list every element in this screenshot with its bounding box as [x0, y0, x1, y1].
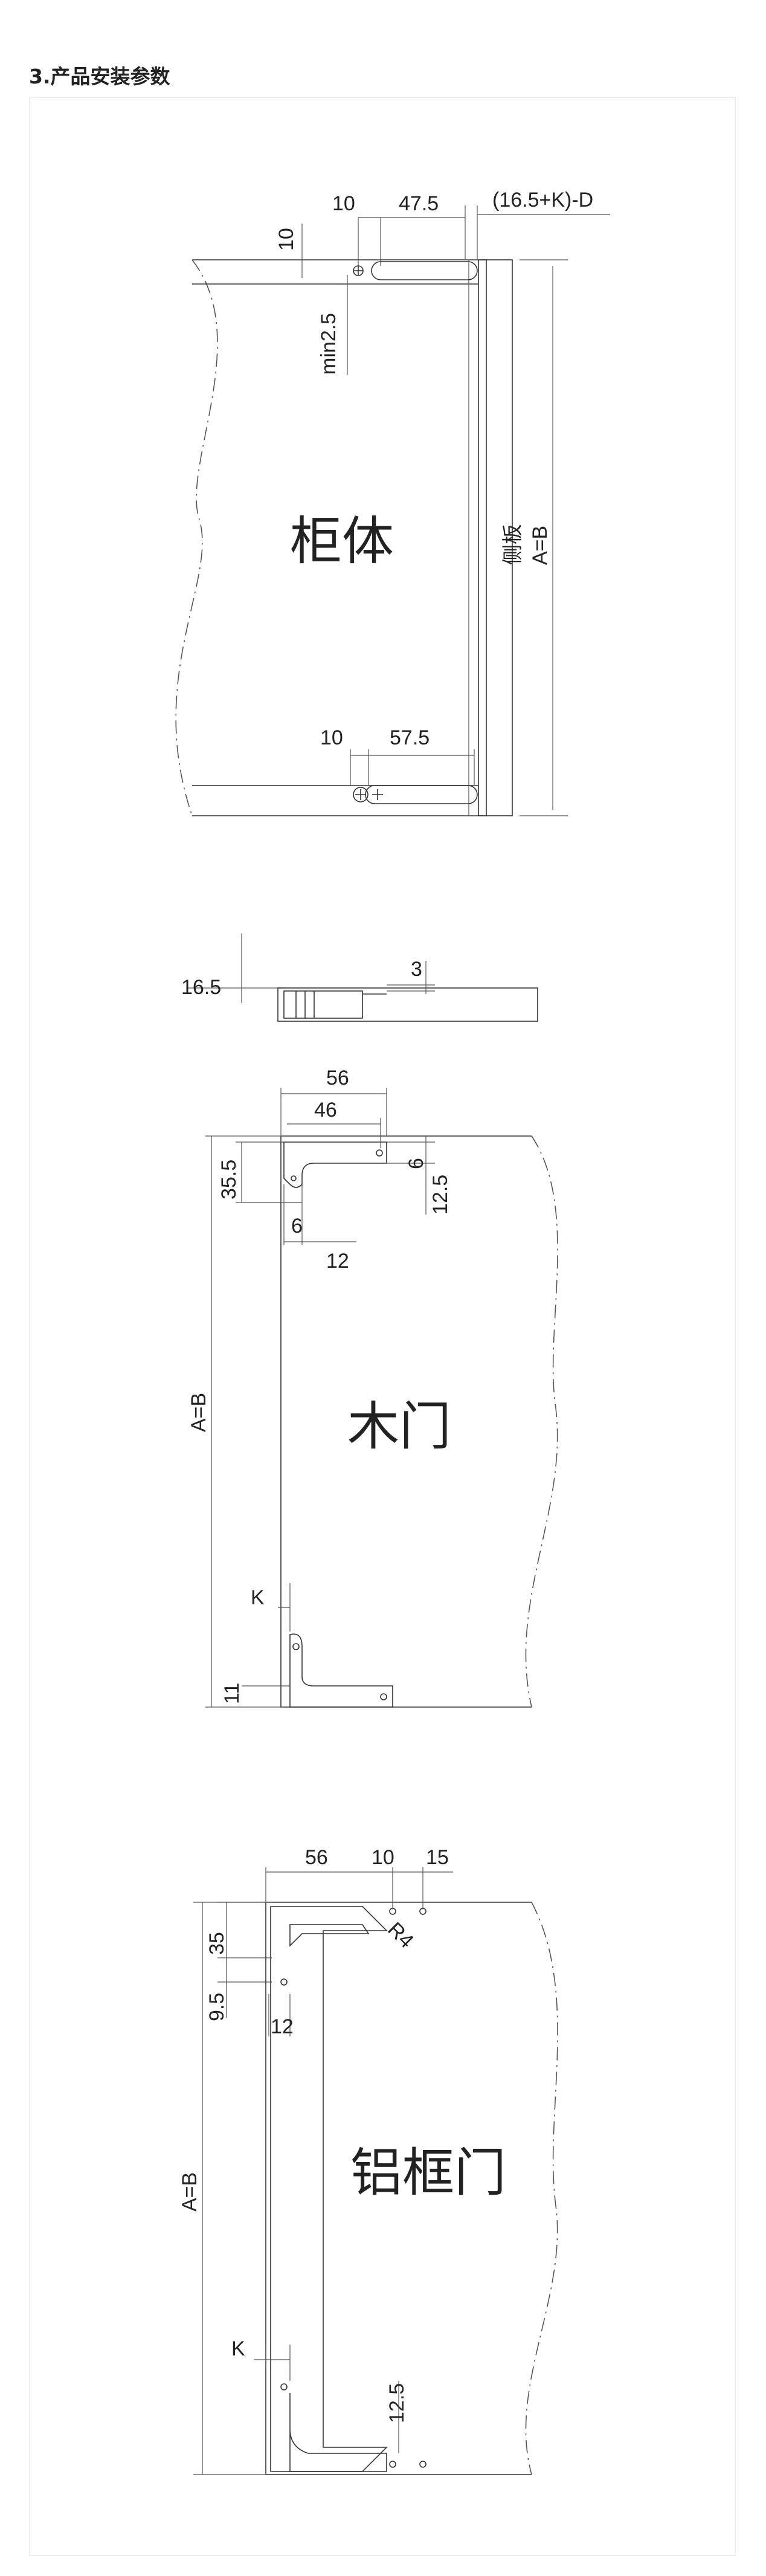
- alu-dim-12-5: 12.5: [385, 2383, 408, 2423]
- wood-dim-k: K: [251, 1586, 265, 1609]
- alu-dim-9-5: 9.5: [205, 1993, 228, 2021]
- cabinet-outline: [192, 259, 487, 816]
- top-bracket: [283, 1141, 387, 1188]
- alu-door-label: 铝框门: [350, 2143, 506, 2203]
- diagram-frame: [29, 97, 736, 2556]
- alu-door-break-line: [525, 1902, 558, 2475]
- alu-dim-k: K: [231, 2337, 245, 2360]
- top-dim-vertical-10: 10: [275, 228, 298, 251]
- wood-door-drawing: 56 46 35.5 6 12.5 6 12 A=B K 11 木门: [187, 1067, 558, 1708]
- cabinet-label: 柜体: [290, 511, 394, 572]
- alu-dim-56: 56: [305, 1846, 328, 1869]
- alu-bottom-bracket: [289, 2393, 387, 2472]
- top-dim-10: 10: [332, 192, 355, 215]
- bottom-bracket: [289, 1633, 393, 1708]
- wood-dim-12-5: 12.5: [429, 1175, 452, 1215]
- profile-height: 16.5: [181, 976, 221, 999]
- profile-gap: 3: [411, 958, 422, 981]
- wood-dim-56: 56: [326, 1067, 349, 1089]
- side-panel-label: 侧板: [501, 524, 524, 565]
- cabinet-drawing: A=B 侧板 10 47.5 (16.5+K)-D 10 min2.5 10 5…: [175, 189, 610, 816]
- wood-dim-6-bottom: 6: [291, 1215, 303, 1238]
- wood-dim-11: 11: [220, 1683, 243, 1704]
- bottom-dim-57-5: 57.5: [390, 726, 430, 749]
- wood-door-break-line: [525, 1135, 558, 1708]
- alu-dim-15: 15: [426, 1846, 449, 1869]
- alu-dim-10: 10: [372, 1846, 394, 1869]
- top-dim-47-5: 47.5: [399, 192, 439, 215]
- cabinet-break-line: [175, 259, 218, 816]
- wood-dim-12: 12: [326, 1250, 349, 1273]
- wood-dim-35-5: 35.5: [217, 1160, 240, 1199]
- wood-door-label: 木门: [347, 1396, 451, 1457]
- height-label: A=B: [529, 526, 552, 565]
- alu-dim-35: 35: [205, 1932, 228, 1955]
- alu-dim-12: 12: [271, 2015, 294, 2038]
- page-title: 3.产品安装参数: [29, 65, 170, 88]
- alu-height-label: A=B: [178, 2172, 201, 2212]
- alu-door-drawing: 56 10 15 R4 35 9.5 12 A=B K 12.5 铝框门: [178, 1846, 558, 2475]
- alu-top-bracket: [289, 1924, 370, 1947]
- wood-dim-6-right: 6: [405, 1158, 428, 1169]
- top-dim-formula: (16.5+K)-D: [492, 189, 593, 211]
- wood-height-label: A=B: [187, 1393, 210, 1432]
- profile-drawing: 16.5 3: [181, 934, 538, 1022]
- side-panel: [478, 259, 513, 816]
- min-dim: min2.5: [317, 313, 340, 375]
- bottom-dim-10: 10: [320, 726, 343, 749]
- wood-dim-46: 46: [314, 1099, 337, 1122]
- alu-dim-r4: R4: [383, 1918, 418, 1953]
